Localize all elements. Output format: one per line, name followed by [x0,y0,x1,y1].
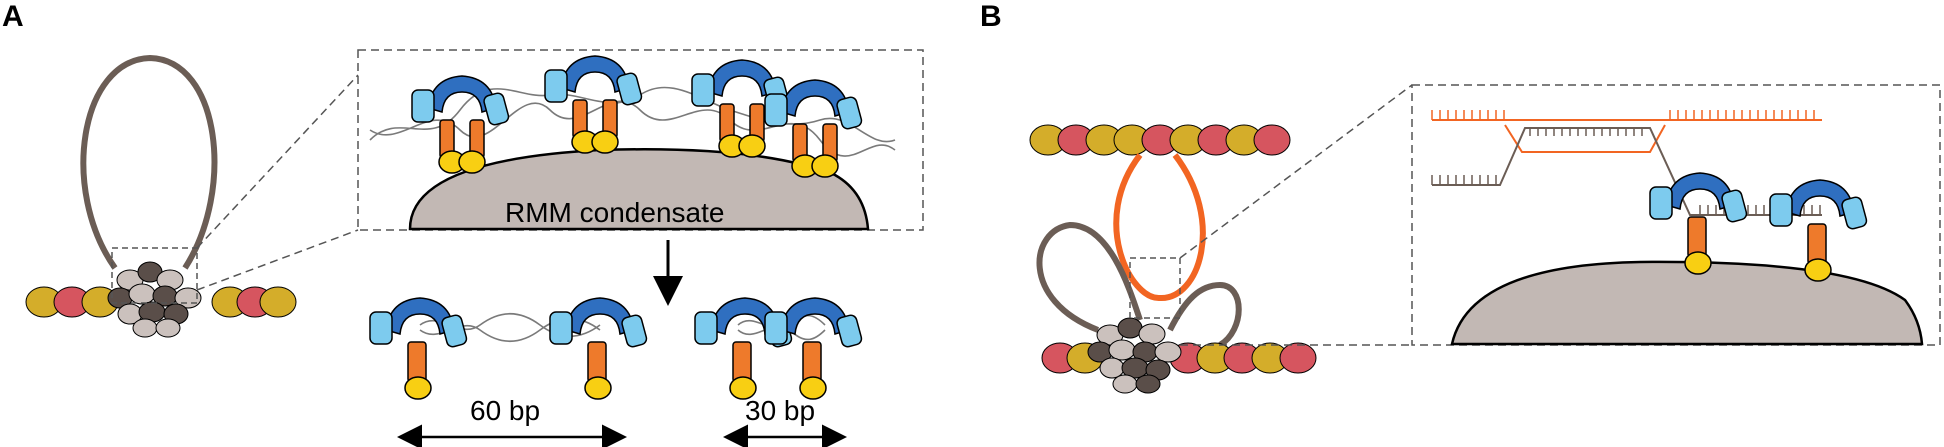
zoom-region-b [1129,257,1181,319]
nucleosome-cluster-a [107,261,202,338]
strand-exchange [1432,119,1822,216]
nucleosome-cluster-b [1087,317,1182,394]
zoom-region-a [111,247,198,304]
base-ticks [1431,110,1821,215]
nucleosome-fiber-bottom-b [1041,342,1317,374]
condensate-b [1450,260,1924,346]
condensate-label: RMM condensate [505,197,724,228]
zoom-line-top-b [1179,84,1413,259]
loop-orange-b [1113,153,1206,302]
loop-brown-left-b [1036,221,1143,333]
nucleosome-fiber-a [25,286,297,318]
loop-brown-right-b [1167,281,1242,348]
panel-b-label: B [980,0,1002,33]
nucleosome-fiber-top-b [1029,124,1291,156]
inset-box-b [1411,84,1941,346]
zoom-line-bottom-a [196,229,359,291]
chromatin-loop [80,54,218,270]
panel-a-label: A [2,0,24,33]
zoom-line-top-a [196,74,359,249]
label-30bp: 30 bp [745,395,815,426]
label-60bp: 60 bp [470,395,540,426]
protein-pair-30bp [694,297,864,400]
rmm-condensate [408,148,870,231]
